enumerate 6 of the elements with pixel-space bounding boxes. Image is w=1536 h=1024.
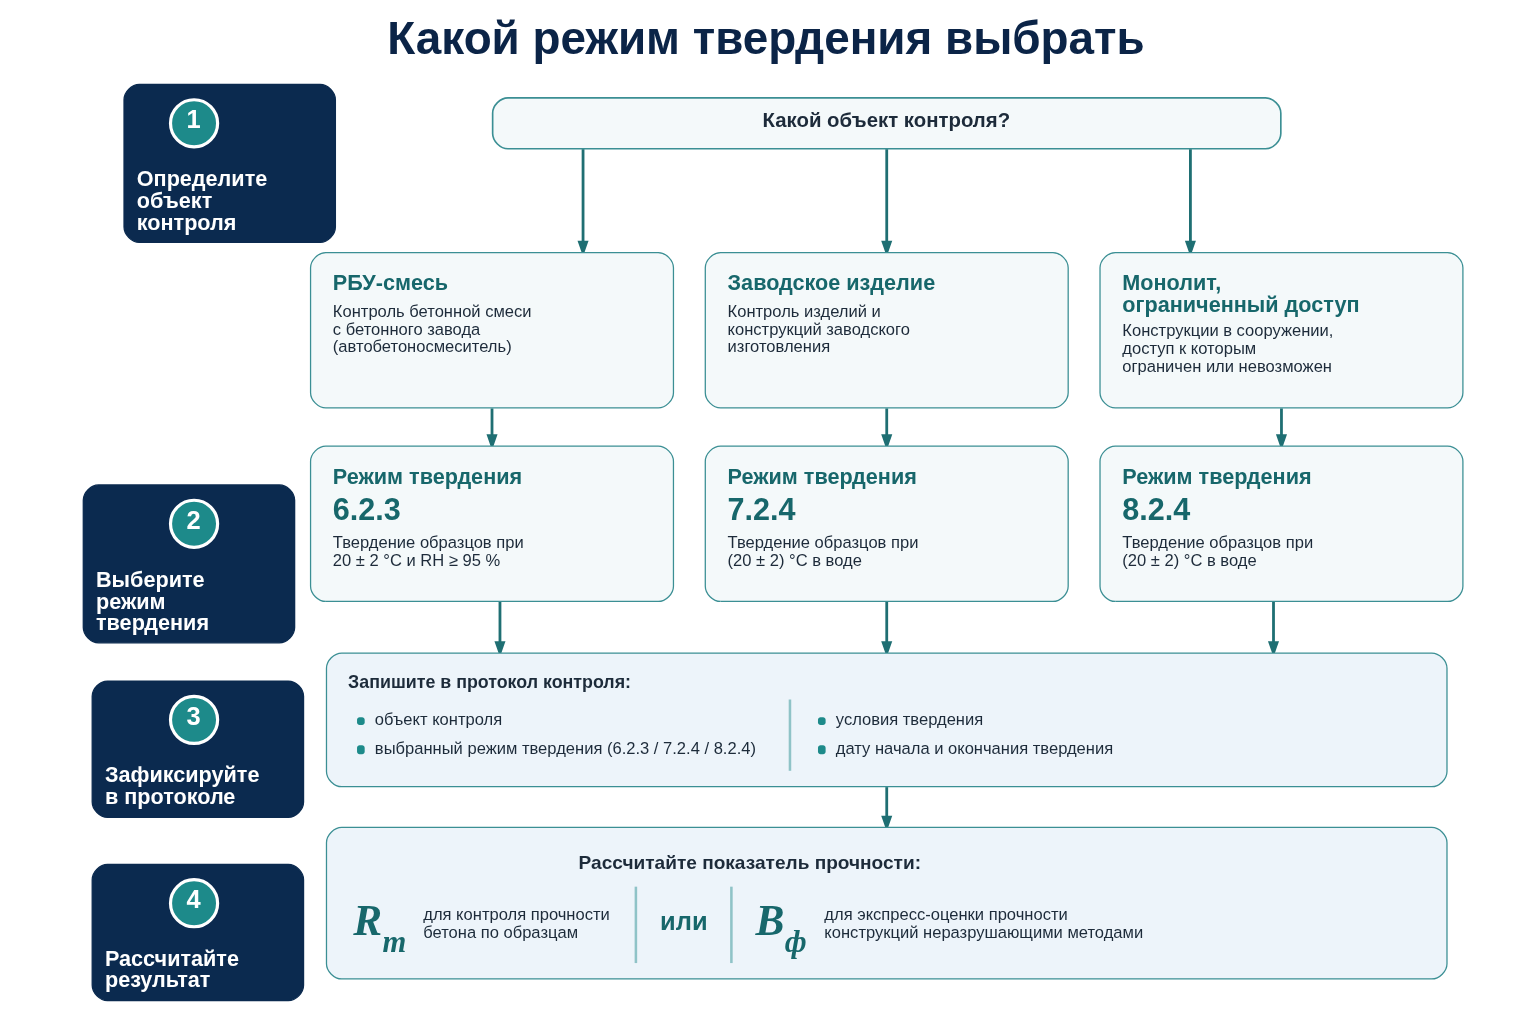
node-circle: 3	[168, 694, 220, 745]
node-circle: 2	[168, 498, 220, 549]
diagram-title: Какой режим твердения выбрать	[387, 12, 1145, 64]
node-circle: 1	[168, 98, 220, 149]
node-circle: 4	[168, 878, 220, 929]
node-box: Какой объект контроля?	[491, 97, 1282, 150]
